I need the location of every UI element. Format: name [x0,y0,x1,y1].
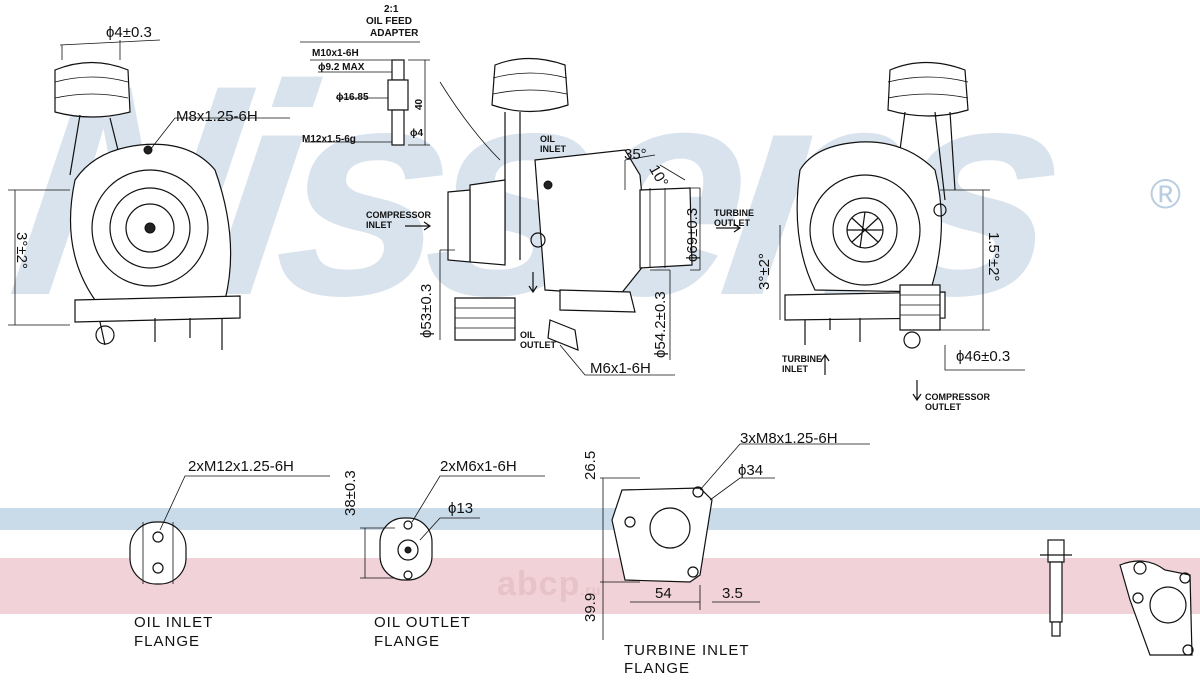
shop-suffix: .ru [580,582,602,598]
adapter-detail [300,41,501,161]
dia-54-label: ϕ54.2±0.3 [652,291,669,358]
turbine-flange-caption-1: TURBINE INLET [624,642,750,659]
adapter-thread-top: M10x1-6H [312,48,359,59]
oil-inlet-thread: 2xM12x1.25-6H [188,458,294,475]
dia-53-label: ϕ53±0.3 [418,283,435,338]
adapter-dia-bore: ϕ4 [410,128,424,139]
left-thread-label: M8x1.25-6H [176,108,258,125]
right-turbo-view [779,61,1025,402]
angle-3-label: 3°±2° [756,253,773,290]
adapter-dia-max: ϕ9.2 MAX [318,62,365,73]
oil-outlet-flange-drawing [360,475,545,581]
turbine-flange-dim-39: 39.9 [582,592,599,622]
center-thread-label: M6x1-6H [590,360,651,377]
turbine-inlet-label: TURBINE INLET [782,354,822,374]
turbine-outlet-label: TURBINE OUTLET [714,208,754,228]
center-turbo-view [405,57,742,376]
adapter-scale: 2:1 [384,4,399,15]
pink-stripe [0,558,1200,614]
turbine-flange-dim-26: 26.5 [582,450,599,480]
turbine-flange-dim-35: 3.5 [722,585,743,602]
turbine-flange-dim-54: 54 [655,585,672,602]
oil-outlet-dim-38: 38±0.3 [342,470,359,516]
adapter-title-2: ADAPTER [370,28,419,39]
oil-outlet-thread: 2xM6x1-6H [440,458,517,475]
left-dim-top: ϕ4±0.3 [106,24,152,41]
adapter-title-1: OIL FEED [366,16,412,27]
oil-outlet-caption-1: OIL OUTLET [374,614,471,631]
left-turbo-view [8,39,290,350]
dia-69-label: ϕ69±0.3 [684,207,701,262]
turbine-flange-dim-34: ϕ34 [738,462,764,479]
blue-stripe [0,508,1200,530]
adapter-thread-bottom: M12x1.5-6g [302,134,356,145]
angle-35-label: 35° [624,146,647,163]
compressor-inlet-label: COMPRESSOR INLET [366,210,432,230]
shop-mark: abcp [497,565,581,603]
oil-inlet-label: OIL INLET [540,134,566,154]
turbine-flange-thread: 3xM8x1.25-6H [740,430,838,447]
angle-15-label: 1.5°±2° [985,232,1002,282]
adapter-length: 40 [414,98,425,110]
oil-inlet-caption-1: OIL INLET [134,614,214,631]
turbine-flange-caption-2: FLANGE [624,660,691,677]
oil-inlet-flange-drawing [129,475,330,585]
small-views [1040,539,1194,656]
oil-outlet-label: OIL OUTLET [520,330,556,350]
oil-outlet-dim-13: ϕ13 [448,500,474,517]
shop-watermark: abcp.ru [497,565,601,604]
oil-inlet-caption-2: FLANGE [134,633,201,650]
compressor-outlet-label: COMPRESSOR OUTLET [925,392,991,412]
left-angle-label: 3°±2° [13,232,30,269]
adapter-dia-body: ϕ16.85 [336,92,369,103]
oil-outlet-caption-2: FLANGE [374,633,441,650]
turbine-inlet-flange-drawing [600,443,870,640]
dia-46-label: ϕ46±0.3 [956,348,1011,365]
registered-mark: ® [1150,170,1181,217]
